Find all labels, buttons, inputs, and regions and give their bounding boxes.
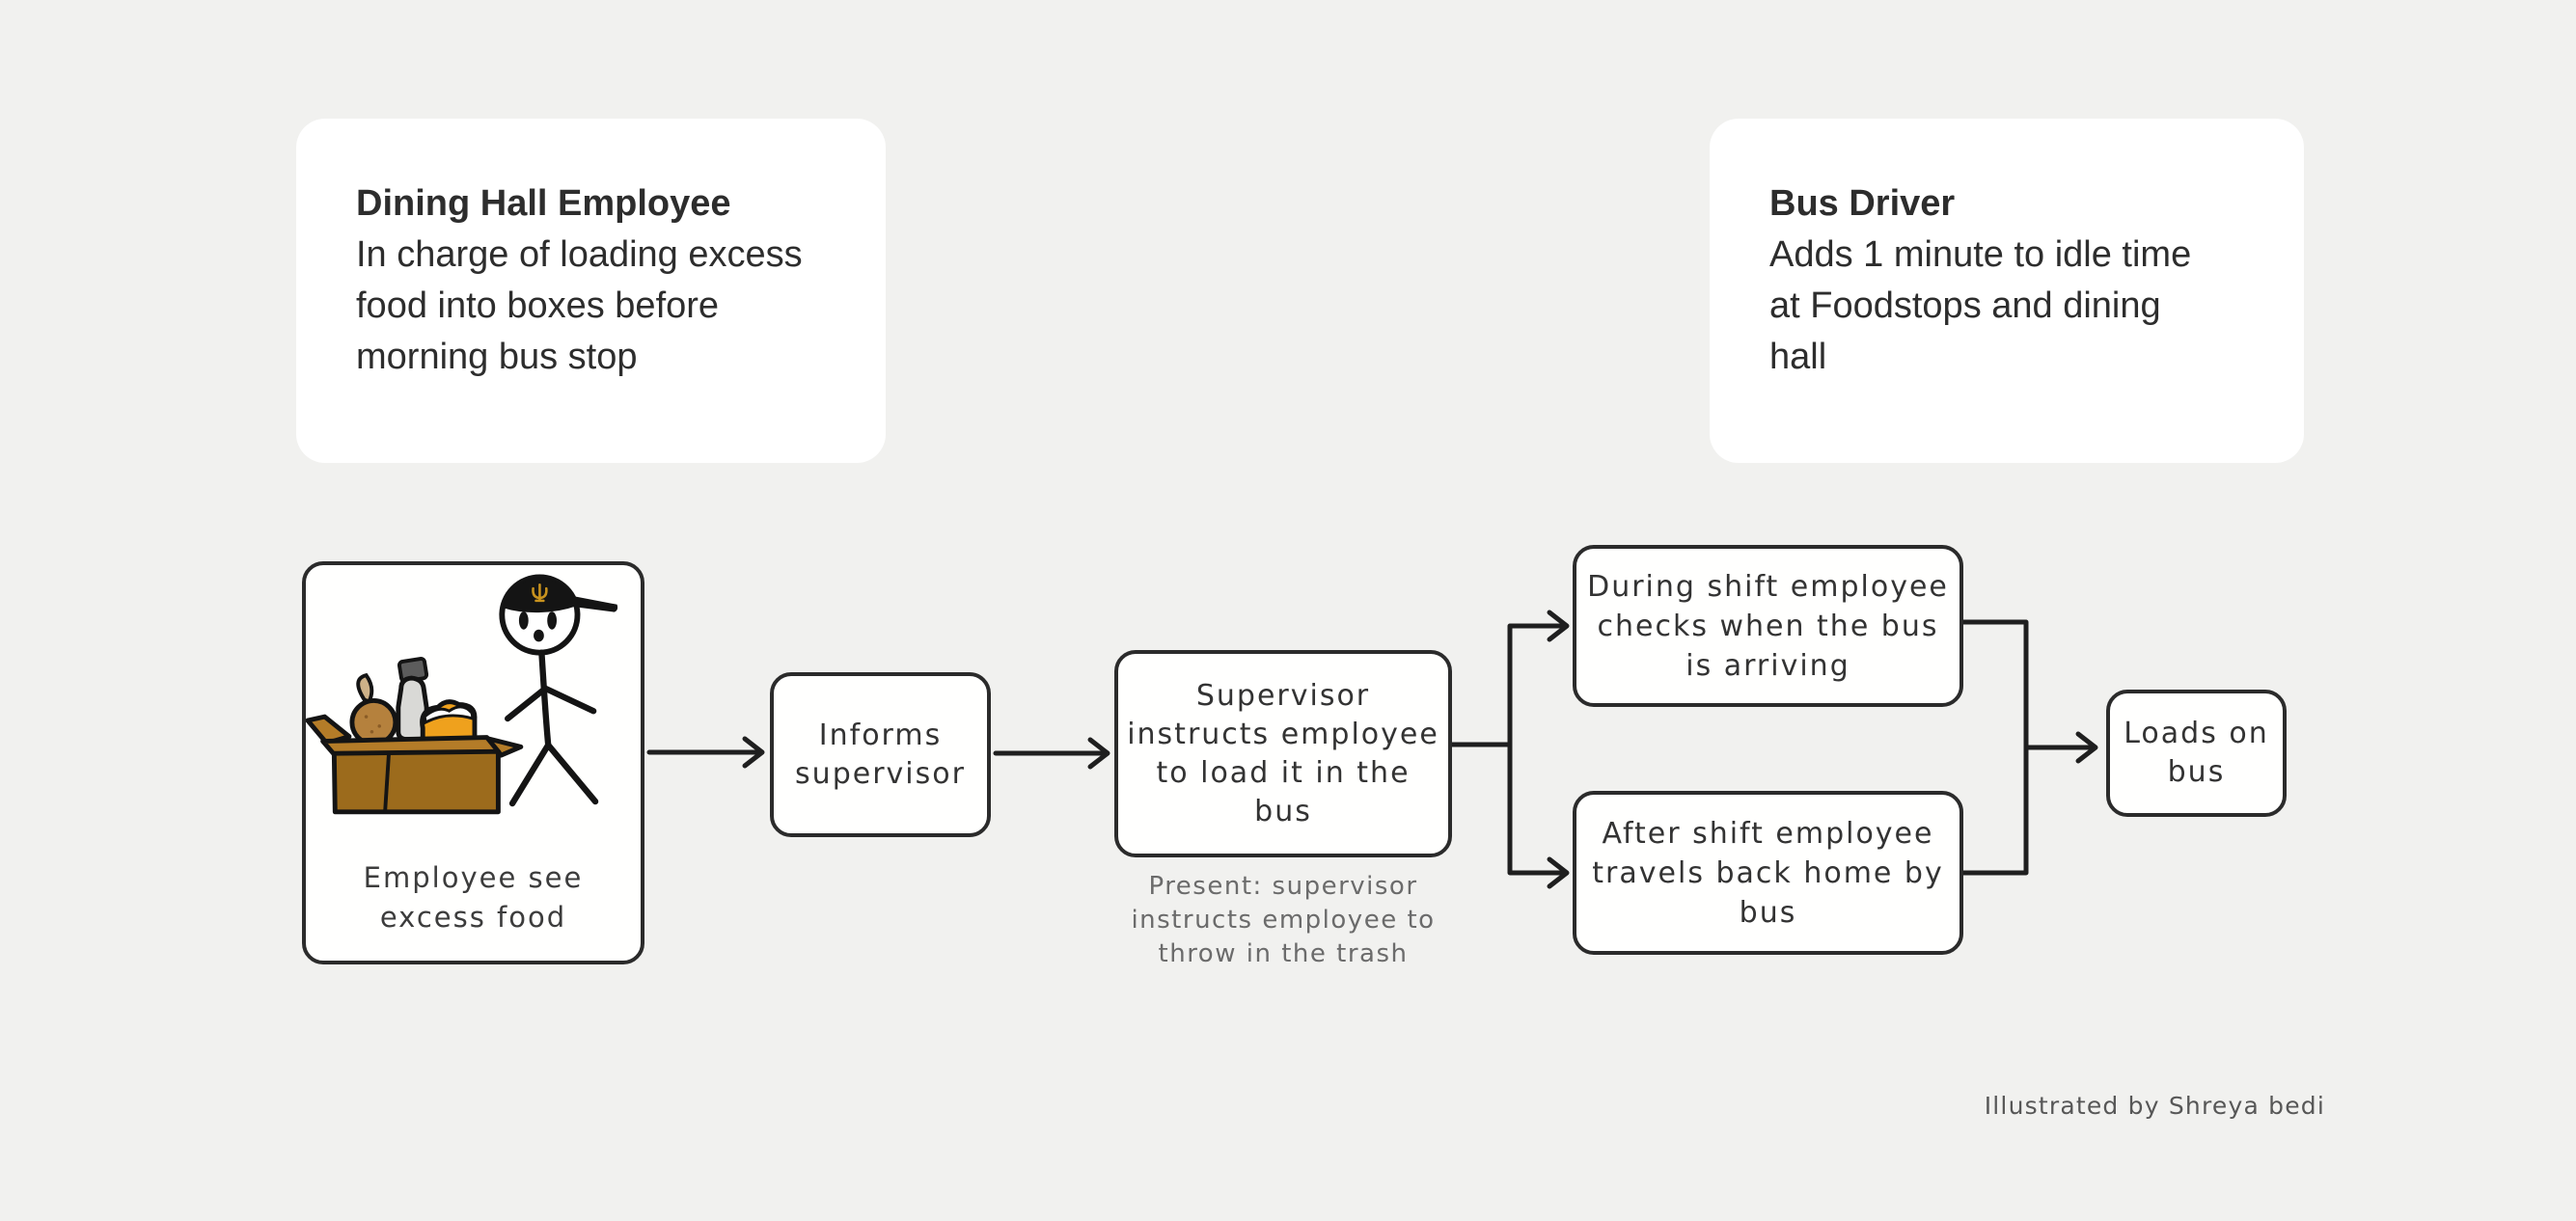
card-body: In charge of loading excess food into bo… [356,234,803,377]
flow-step-loads-on-bus: Loads on bus [2106,690,2287,817]
box-front [331,748,501,815]
food-box-graphic [306,714,524,815]
card-bus-driver: Bus Driver Adds 1 minute to idle time at… [1710,119,2304,463]
body [538,649,552,748]
flow-step-caption: Employee see excess food [363,861,584,934]
nose [534,629,544,642]
cap-brim [570,595,618,612]
illustrator-credit: Illustrated by Shreya bedi [1984,1092,2325,1120]
arrow-step2-to-step3 [993,737,1110,770]
employee-and-food-box-illustration [306,574,618,815]
card-body: Adds 1 minute to idle time at Foodstops … [1769,234,2192,377]
card-title: Dining Hall Employee [356,183,731,224]
branch-connector [1449,610,1570,889]
card-title: Bus Driver [1769,183,1956,224]
apple-leaf [356,672,374,704]
stick-figure-graphic [499,574,618,807]
box-seam [383,753,391,812]
food-items-graphic [349,657,478,746]
cap-logo-icon [532,583,548,603]
flow-step-after-shift-travels-home: After shift employee travels back home b… [1573,791,1963,955]
bread-cream-top [423,705,475,725]
arrow-step1-to-step2 [646,736,765,769]
card-dining-hall-employee: Dining Hall Employee In charge of loadin… [296,119,886,463]
legs [508,739,599,807]
flow-step-during-shift-checks-bus: During shift employee checks when the bu… [1573,545,1963,707]
flow-step-supervisor-instructs: Supervisor instructs employee to load it… [1114,650,1452,857]
flow-step-informs-supervisor: Informs supervisor [770,672,991,837]
flow-step-employee-sees-excess-food: Employee see excess food [302,561,644,964]
right-eye [547,611,558,630]
present-state-note: Present: supervisor instructs employee t… [1131,872,1436,968]
merge-connector [1960,619,2098,876]
left-eye [518,611,529,630]
arms [505,685,597,722]
